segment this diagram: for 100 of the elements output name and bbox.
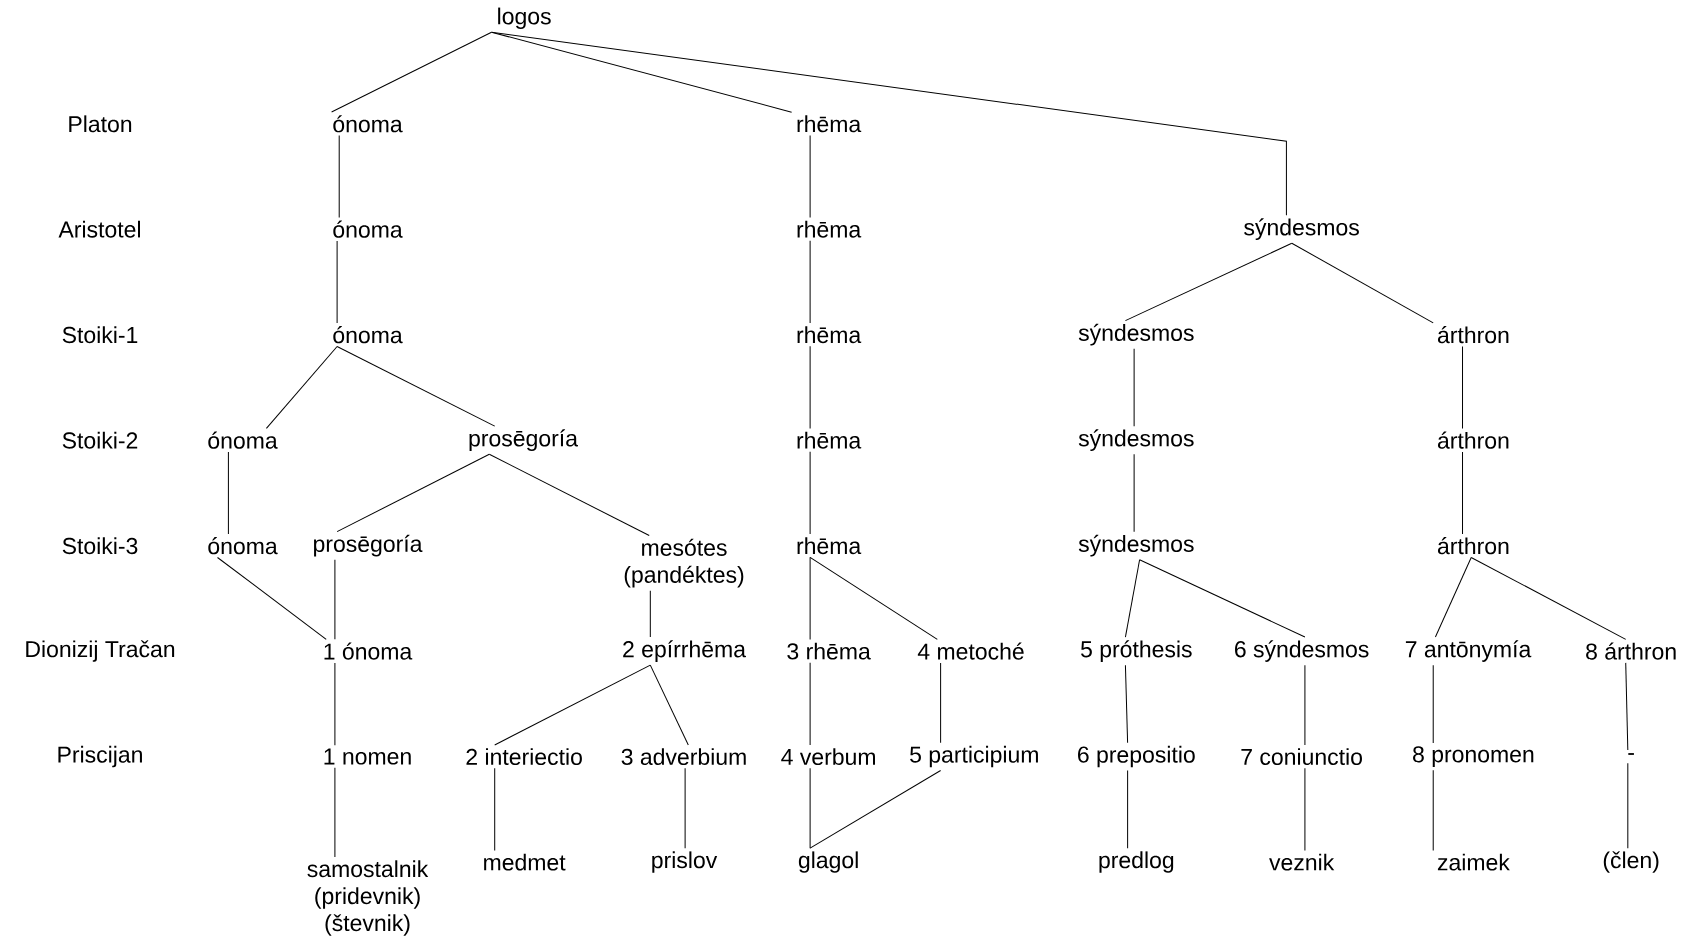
row-label: Aristotel <box>58 220 140 238</box>
tree-line <box>809 134 811 219</box>
term-label: 6 prepositio <box>1078 745 1195 768</box>
term-label: ónoma <box>208 537 278 555</box>
tree-line <box>334 662 336 746</box>
term-label: sýndesmos <box>1078 534 1194 557</box>
row-label: Priscijan <box>58 745 142 768</box>
tree-line <box>331 31 492 113</box>
tree-line <box>1139 559 1306 638</box>
tree-line <box>649 590 651 638</box>
term-label: rhēma <box>797 537 862 555</box>
term-label: 7 coniunctio <box>1241 748 1362 766</box>
tree-line <box>809 556 811 640</box>
term-label: 2 epírrhēma <box>623 640 746 662</box>
row-label: Stoiki-2 <box>62 431 138 449</box>
tree-line <box>488 453 650 537</box>
tree-line <box>809 451 811 535</box>
term-label: ónoma <box>333 220 403 238</box>
tree-line <box>217 557 327 640</box>
term-label: 2 interiectio <box>466 748 582 766</box>
term-label: 3 adverbium <box>621 748 746 766</box>
term-label: rhēma <box>797 115 862 133</box>
term-label: (člen) <box>1603 851 1659 873</box>
tree-line <box>684 767 686 849</box>
term-label: ónoma <box>333 115 403 133</box>
term-label: 1 nomen <box>324 748 411 765</box>
term-label: prosēgoría <box>314 534 423 557</box>
term-label: zaimek <box>1437 853 1510 871</box>
term-label: medmet <box>484 853 566 871</box>
tree-line <box>227 451 229 535</box>
tree-line <box>491 31 1287 216</box>
tree-line <box>1462 451 1463 535</box>
term-label: mesótes (pandéktes) <box>624 538 744 588</box>
tree-line <box>1434 557 1472 638</box>
term-label: rhēma <box>797 326 862 344</box>
term-label: 3 rhēma <box>787 642 871 660</box>
term-label: ónoma <box>333 326 403 344</box>
tree-line <box>940 662 942 744</box>
tree-line <box>1291 242 1434 324</box>
tree-line <box>649 664 689 746</box>
tree-line <box>1462 345 1463 429</box>
term-label: 4 metoché <box>917 642 1024 660</box>
term-label: - <box>1628 753 1634 755</box>
term-label: árthron <box>1437 537 1509 555</box>
tree-line <box>809 770 942 849</box>
term-label: sýndesmos <box>1078 323 1194 346</box>
term-label: predlog <box>1099 851 1174 873</box>
tree-line <box>1625 662 1629 751</box>
term-label: 4 verbum <box>781 748 875 766</box>
tree-line <box>336 240 338 324</box>
tree-line <box>1432 769 1434 851</box>
term-label: 8 árthron <box>1586 642 1676 660</box>
tree-line <box>1304 767 1306 851</box>
term-label: sýndesmos <box>1244 218 1359 241</box>
tree-line <box>494 664 651 746</box>
term-label: 6 sýndesmos <box>1235 640 1369 662</box>
tree-line <box>265 345 338 429</box>
term-label: glagol <box>798 851 858 873</box>
term-label: ónoma <box>208 431 278 449</box>
term-label: prosēgoría <box>469 429 578 452</box>
tree-line <box>1124 664 1129 744</box>
term-label: rhēma <box>797 220 862 238</box>
tree-line <box>1124 559 1141 638</box>
term-label: 8 pronomen <box>1413 746 1534 767</box>
tree-line <box>1133 348 1135 427</box>
row-label: Platon <box>69 115 132 133</box>
tree-line <box>338 135 340 218</box>
term-label: prislov <box>652 851 718 873</box>
term-label: sýndesmos <box>1078 429 1194 452</box>
tree-line <box>1124 242 1293 322</box>
tree-line <box>336 453 490 533</box>
tree-line <box>1470 557 1627 640</box>
tree-line <box>809 556 938 640</box>
term-label: veznik <box>1269 853 1335 871</box>
tree-line <box>809 662 811 746</box>
row-label: Stoiki-3 <box>62 537 138 555</box>
tree-line <box>1304 664 1306 746</box>
tree-line <box>334 559 336 640</box>
row-label: Stoiki-1 <box>62 326 138 344</box>
term-label: árthron <box>1437 431 1509 449</box>
tree-line <box>809 240 811 324</box>
term-label: 5 participium <box>910 745 1038 768</box>
tree-line <box>809 345 811 430</box>
term-label: 1 ónoma <box>324 642 413 660</box>
tree-line <box>494 767 496 851</box>
tree-line <box>334 767 336 858</box>
tree-line <box>491 31 793 113</box>
term-label: 5 próthesis <box>1081 640 1192 662</box>
tree-line <box>1133 453 1135 533</box>
tree-line <box>809 767 811 849</box>
tree-line <box>1432 664 1434 744</box>
term-label: samostalnik (pridevnik) (števnik) <box>307 860 429 936</box>
tree-line <box>1627 762 1629 849</box>
term-label: rhēma <box>797 431 862 449</box>
tree-line <box>336 345 496 427</box>
row-label: Dionizij Tračan <box>26 640 175 662</box>
term-label: 7 antōnymía <box>1405 640 1532 662</box>
term-label: árthron <box>1437 326 1509 344</box>
term-label: logos <box>498 7 551 29</box>
tree-line <box>1127 770 1129 849</box>
